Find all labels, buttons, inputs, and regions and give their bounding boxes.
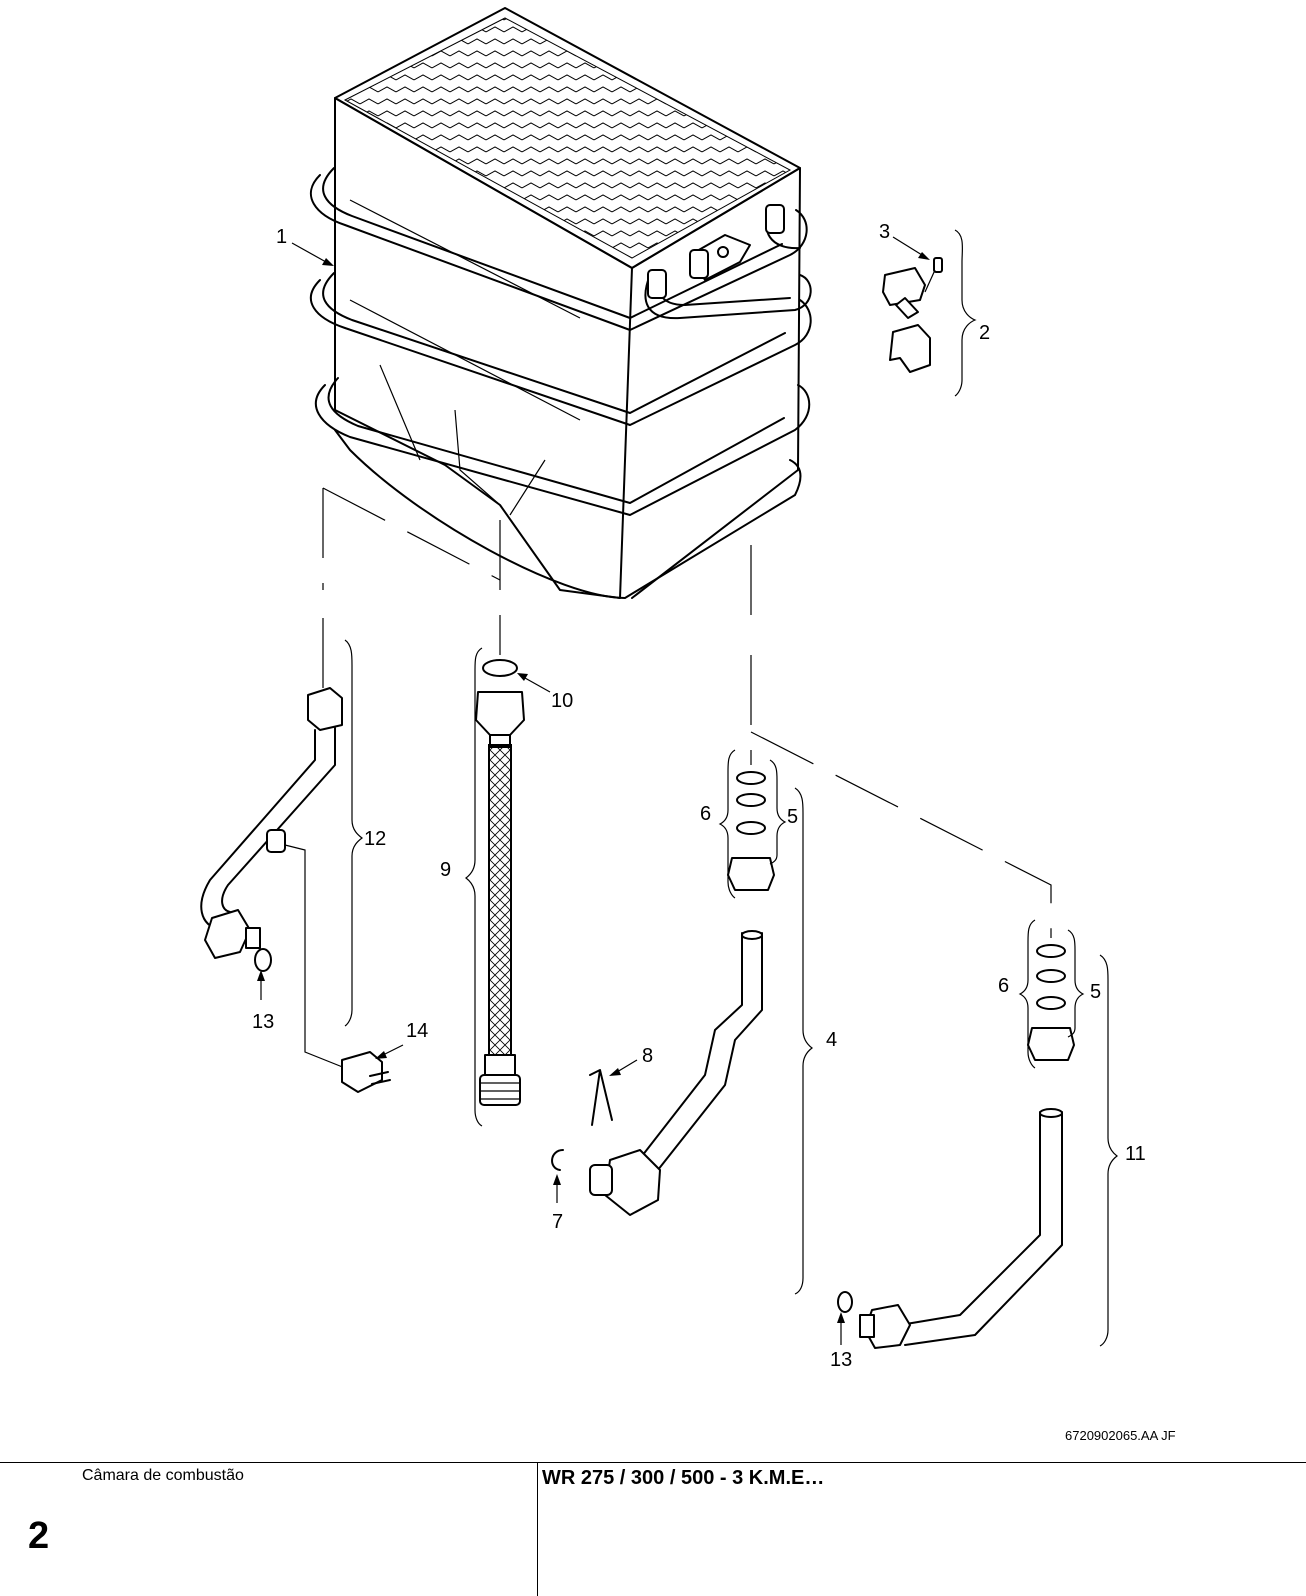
model-title: WR 275 / 300 / 500 - 3 K.M.E… [542, 1467, 825, 1489]
callout-2: 2 [979, 322, 990, 344]
sensor-clip [882, 257, 943, 373]
callout-labels: 1 2 3 4 5 5 6 6 7 8 9 10 11 12 13 13 14 … [252, 221, 1176, 1443]
callout-4: 4 [826, 1029, 837, 1051]
center-pipe [551, 771, 775, 1216]
callout-7: 7 [552, 1211, 563, 1233]
title-block-divider [537, 1463, 538, 1596]
callout-10: 10 [551, 690, 573, 712]
group-brackets [344, 229, 1118, 1347]
callout-6-right: 6 [998, 975, 1009, 997]
callout-1: 1 [276, 226, 287, 248]
callout-13-right: 13 [830, 1349, 852, 1371]
callout-14: 14 [406, 1020, 428, 1042]
drawing-number: 6720902065.AA JF [1065, 1428, 1176, 1443]
page-number: 2 [28, 1515, 50, 1557]
callout-3: 3 [879, 221, 890, 243]
callout-5-center: 5 [787, 806, 798, 828]
callout-6-center: 6 [700, 803, 711, 825]
exploded-parts-drawing: 1 2 3 4 5 5 6 6 7 8 9 10 11 12 13 13 14 … [200, 7, 1176, 1443]
callout-9: 9 [440, 859, 451, 881]
title-block: Câmara de combustão 2 WR 275 / 300 / 500… [0, 1462, 1306, 1596]
right-pipe [837, 944, 1075, 1349]
callout-5-right: 5 [1090, 981, 1101, 1003]
leader-lines [257, 236, 930, 1345]
heat-exchanger [309, 7, 812, 599]
assembly-lines [322, 487, 1052, 938]
left-pipe [200, 687, 391, 1093]
section-title: Câmara de combustão [82, 1467, 244, 1484]
callout-11: 11 [1125, 1143, 1146, 1165]
callout-8: 8 [642, 1045, 653, 1067]
callout-12: 12 [364, 828, 386, 850]
callout-13-left: 13 [252, 1011, 274, 1033]
flexible-hose [475, 659, 525, 1106]
